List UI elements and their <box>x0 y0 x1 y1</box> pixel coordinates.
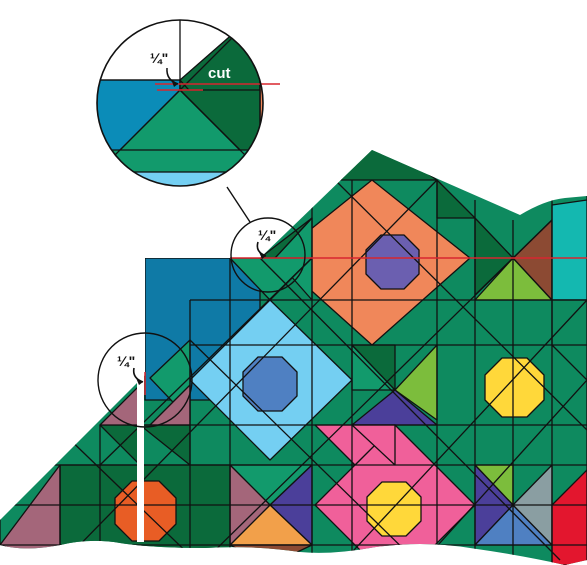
steel-blue-octagon <box>243 357 297 411</box>
quarter-inch-label-top: ¼" <box>258 227 276 243</box>
mag-cut-label: cut <box>208 65 231 82</box>
top-dark-triangle <box>335 135 437 180</box>
purple-octagon <box>366 235 419 289</box>
mag-light-blue <box>95 172 275 202</box>
mag-salmon <box>260 10 290 190</box>
aqua-strip <box>552 200 587 300</box>
orange-octagon <box>115 481 176 541</box>
yellow-octagon-right <box>485 358 544 417</box>
callout-connector <box>227 187 250 222</box>
quarter-inch-label-left: ¼" <box>117 353 135 369</box>
mag-quarter-inch-label: ¼" <box>150 50 168 66</box>
magnifier: ¼" cut <box>90 10 290 202</box>
seam-gap <box>137 372 144 542</box>
